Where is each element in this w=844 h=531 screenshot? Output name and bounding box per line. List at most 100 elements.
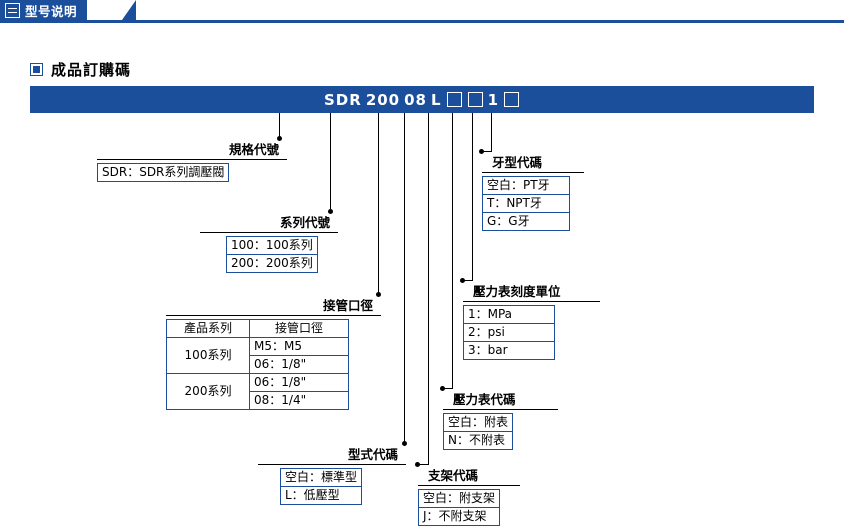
table-row: 200系列 06：1/8" xyxy=(166,373,349,410)
group-series-table: 100：100系列 200：200系列 xyxy=(226,236,318,273)
cell-header: 產品系列 xyxy=(166,319,250,338)
order-code-placeholder-2 xyxy=(467,92,483,107)
cell: 100系列 xyxy=(166,337,250,374)
cell: M5：M5 xyxy=(249,337,349,356)
leader-dot-port xyxy=(376,292,381,297)
group-thread-title: 牙型代碼 xyxy=(482,152,584,173)
cell: 06：1/8" xyxy=(249,355,349,374)
table-row: 100：100系列 xyxy=(226,236,318,255)
cell: 08：1/4" xyxy=(249,391,349,410)
leader-dot-spec xyxy=(277,136,282,141)
group-type: 型式代碼 空白：標準型 L：低壓型 xyxy=(258,444,406,505)
group-gauge-table: 空白：附表 N：不附表 xyxy=(442,413,514,450)
order-code-seg-3: L xyxy=(431,90,442,109)
list-icon xyxy=(5,2,20,18)
cell: L：低壓型 xyxy=(279,486,363,505)
group-thread: 牙型代碼 空白：PT牙 T：NPT牙 G：G牙 xyxy=(482,152,584,231)
order-code-placeholder-1 xyxy=(446,92,462,107)
leader-line-type-v xyxy=(404,113,405,443)
section-title: 成品訂購碼 xyxy=(51,61,132,79)
group-spec: 規格代號 SDR：SDR系列調壓閥 xyxy=(96,139,287,182)
leader-line-bracket-v xyxy=(428,113,429,464)
order-code-seg-2: 08 xyxy=(404,90,427,109)
group-thread-table: 空白：PT牙 T：NPT牙 G：G牙 xyxy=(482,176,570,231)
bullet-square-icon xyxy=(30,63,43,76)
leader-line-gauge-v xyxy=(452,113,453,388)
cell: 空白：附支架 xyxy=(417,489,501,508)
group-gauge-title: 壓力表代碼 xyxy=(443,389,558,410)
cell-header: 接管口徑 xyxy=(249,319,349,338)
table-row: N：不附表 xyxy=(442,431,514,450)
table-row: 空白：PT牙 xyxy=(482,176,570,195)
group-unit: 壓力表刻度單位 1：MPa 2：psi 3：bar xyxy=(463,281,600,360)
cell: N：不附表 xyxy=(442,431,514,450)
table-row: 08：1/4" xyxy=(167,391,349,410)
leader-line-port-v xyxy=(378,113,379,294)
group-spec-title: 規格代號 xyxy=(97,139,287,160)
order-code-bar: SDR 200 08 L 1 xyxy=(30,86,814,113)
leader-line-unit-v xyxy=(472,113,473,280)
group-port-table: 產品系列 接管口徑 100系列 M5：M5 06：1/8" 200系列 06：1… xyxy=(166,319,349,410)
cell: T：NPT牙 xyxy=(482,194,570,213)
header-tab: 型号说明 xyxy=(0,0,88,20)
table-row: T：NPT牙 xyxy=(482,194,570,213)
leader-line-thread-v xyxy=(491,113,492,151)
group-gauge: 壓力表代碼 空白：附表 N：不附表 xyxy=(442,389,558,450)
table-row: 3：bar xyxy=(463,341,555,360)
group-spec-table: SDR：SDR系列調壓閥 xyxy=(96,163,230,182)
table-row: J：不附支架 xyxy=(417,507,501,526)
cell: 1：MPa xyxy=(463,305,555,324)
leader-dot-thread xyxy=(479,149,484,154)
leader-dot-unit xyxy=(460,278,465,283)
group-bracket-title: 支架代碼 xyxy=(418,465,520,486)
order-code-placeholder-3 xyxy=(504,92,519,107)
cell: 2：psi xyxy=(463,323,555,342)
section-heading: 成品訂購碼 xyxy=(30,59,131,80)
leader-line-unit-h xyxy=(463,280,473,281)
group-port: 接管口徑 產品系列 接管口徑 100系列 M5：M5 06：1/8" 200系列… xyxy=(166,295,381,410)
leader-line-series-v xyxy=(330,113,331,211)
cell: 200：200系列 xyxy=(226,254,318,273)
table-row: 2：psi xyxy=(463,323,555,342)
order-code-seg-0: SDR xyxy=(324,90,362,109)
cell: 空白：標準型 xyxy=(279,468,363,487)
cell: 06：1/8" xyxy=(249,373,349,392)
table-row: G：G牙 xyxy=(482,212,570,231)
group-bracket: 支架代碼 空白：附支架 J：不附支架 xyxy=(417,465,520,526)
leader-line-spec-v xyxy=(279,113,280,138)
group-unit-table: 1：MPa 2：psi 3：bar xyxy=(463,305,555,360)
header-rule xyxy=(0,20,844,23)
table-row: 空白：附表 xyxy=(442,413,514,432)
header-tab-label: 型号说明 xyxy=(25,3,78,19)
table-row: 100系列 M5：M5 xyxy=(166,337,349,374)
group-type-title: 型式代碼 xyxy=(258,444,406,465)
table-row: 產品系列 接管口徑 xyxy=(166,319,349,338)
group-type-table: 空白：標準型 L：低壓型 xyxy=(279,468,363,505)
cell: 200系列 xyxy=(166,373,250,410)
cell: 空白：附表 xyxy=(442,413,514,432)
header-tab-skew xyxy=(122,0,136,20)
group-unit-title: 壓力表刻度單位 xyxy=(463,281,600,302)
leader-line-gauge-h xyxy=(443,388,453,389)
leader-dot-bracket xyxy=(415,462,420,467)
table-row: 06：1/8" xyxy=(167,355,349,374)
group-bracket-table: 空白：附支架 J：不附支架 xyxy=(417,489,501,526)
cell: G：G牙 xyxy=(482,212,570,231)
leader-line-thread-h xyxy=(482,151,492,152)
cell: 3：bar xyxy=(463,341,555,360)
leader-line-bracket-h xyxy=(418,464,429,465)
group-series: 系列代號 100：100系列 200：200系列 xyxy=(200,212,338,273)
cell: SDR：SDR系列調壓閥 xyxy=(96,163,230,182)
table-row: 200：200系列 xyxy=(226,254,318,273)
leader-dot-series xyxy=(328,209,333,214)
group-series-title: 系列代號 xyxy=(200,212,338,233)
table-row: 空白：標準型 xyxy=(279,468,363,487)
page-header: 型号说明 xyxy=(0,0,844,26)
table-row: 空白：附支架 xyxy=(417,489,501,508)
table-row: L：低壓型 xyxy=(279,486,363,505)
cell: J：不附支架 xyxy=(417,507,501,526)
table-row: SDR：SDR系列調壓閥 xyxy=(96,163,230,182)
cell: 空白：PT牙 xyxy=(482,176,570,195)
cell: 100：100系列 xyxy=(226,236,318,255)
leader-dot-gauge xyxy=(440,386,445,391)
